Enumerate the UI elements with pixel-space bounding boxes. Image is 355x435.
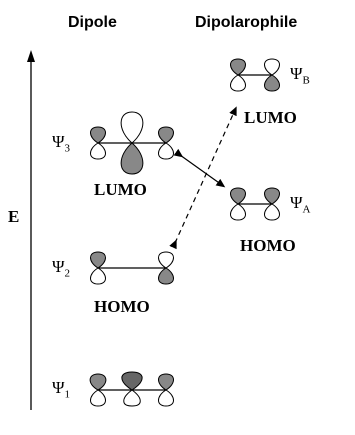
energy-label: E (8, 207, 20, 226)
dipole-header: Dipole (68, 14, 117, 31)
psi1-label: Ψ1 (52, 378, 71, 401)
psiA-orbital (230, 187, 280, 221)
psiA-label: ΨA (290, 193, 311, 216)
lumo-dipole-to-homo-dipolarophile-arrow (173, 148, 226, 188)
psi1-orbital (89, 371, 174, 407)
dipolarophile-header: Dipolarophile (195, 14, 298, 31)
psiB-label: ΨB (290, 64, 310, 87)
psi3-label: Ψ3 (52, 132, 71, 155)
psiB-lumo-label: LUMO (244, 108, 297, 127)
psi2-label: Ψ2 (52, 257, 71, 280)
homo-dipole-to-lumo-dipolarophile-arrow (169, 106, 237, 250)
psiB-orbital (230, 58, 280, 92)
energy-axis (27, 50, 35, 410)
psi3-lumo-label: LUMO (94, 180, 147, 199)
psi2-orbital (90, 251, 174, 285)
psi3-orbital (90, 111, 174, 175)
psi2-homo-label: HOMO (94, 297, 150, 316)
psiA-homo-label: HOMO (240, 236, 296, 255)
